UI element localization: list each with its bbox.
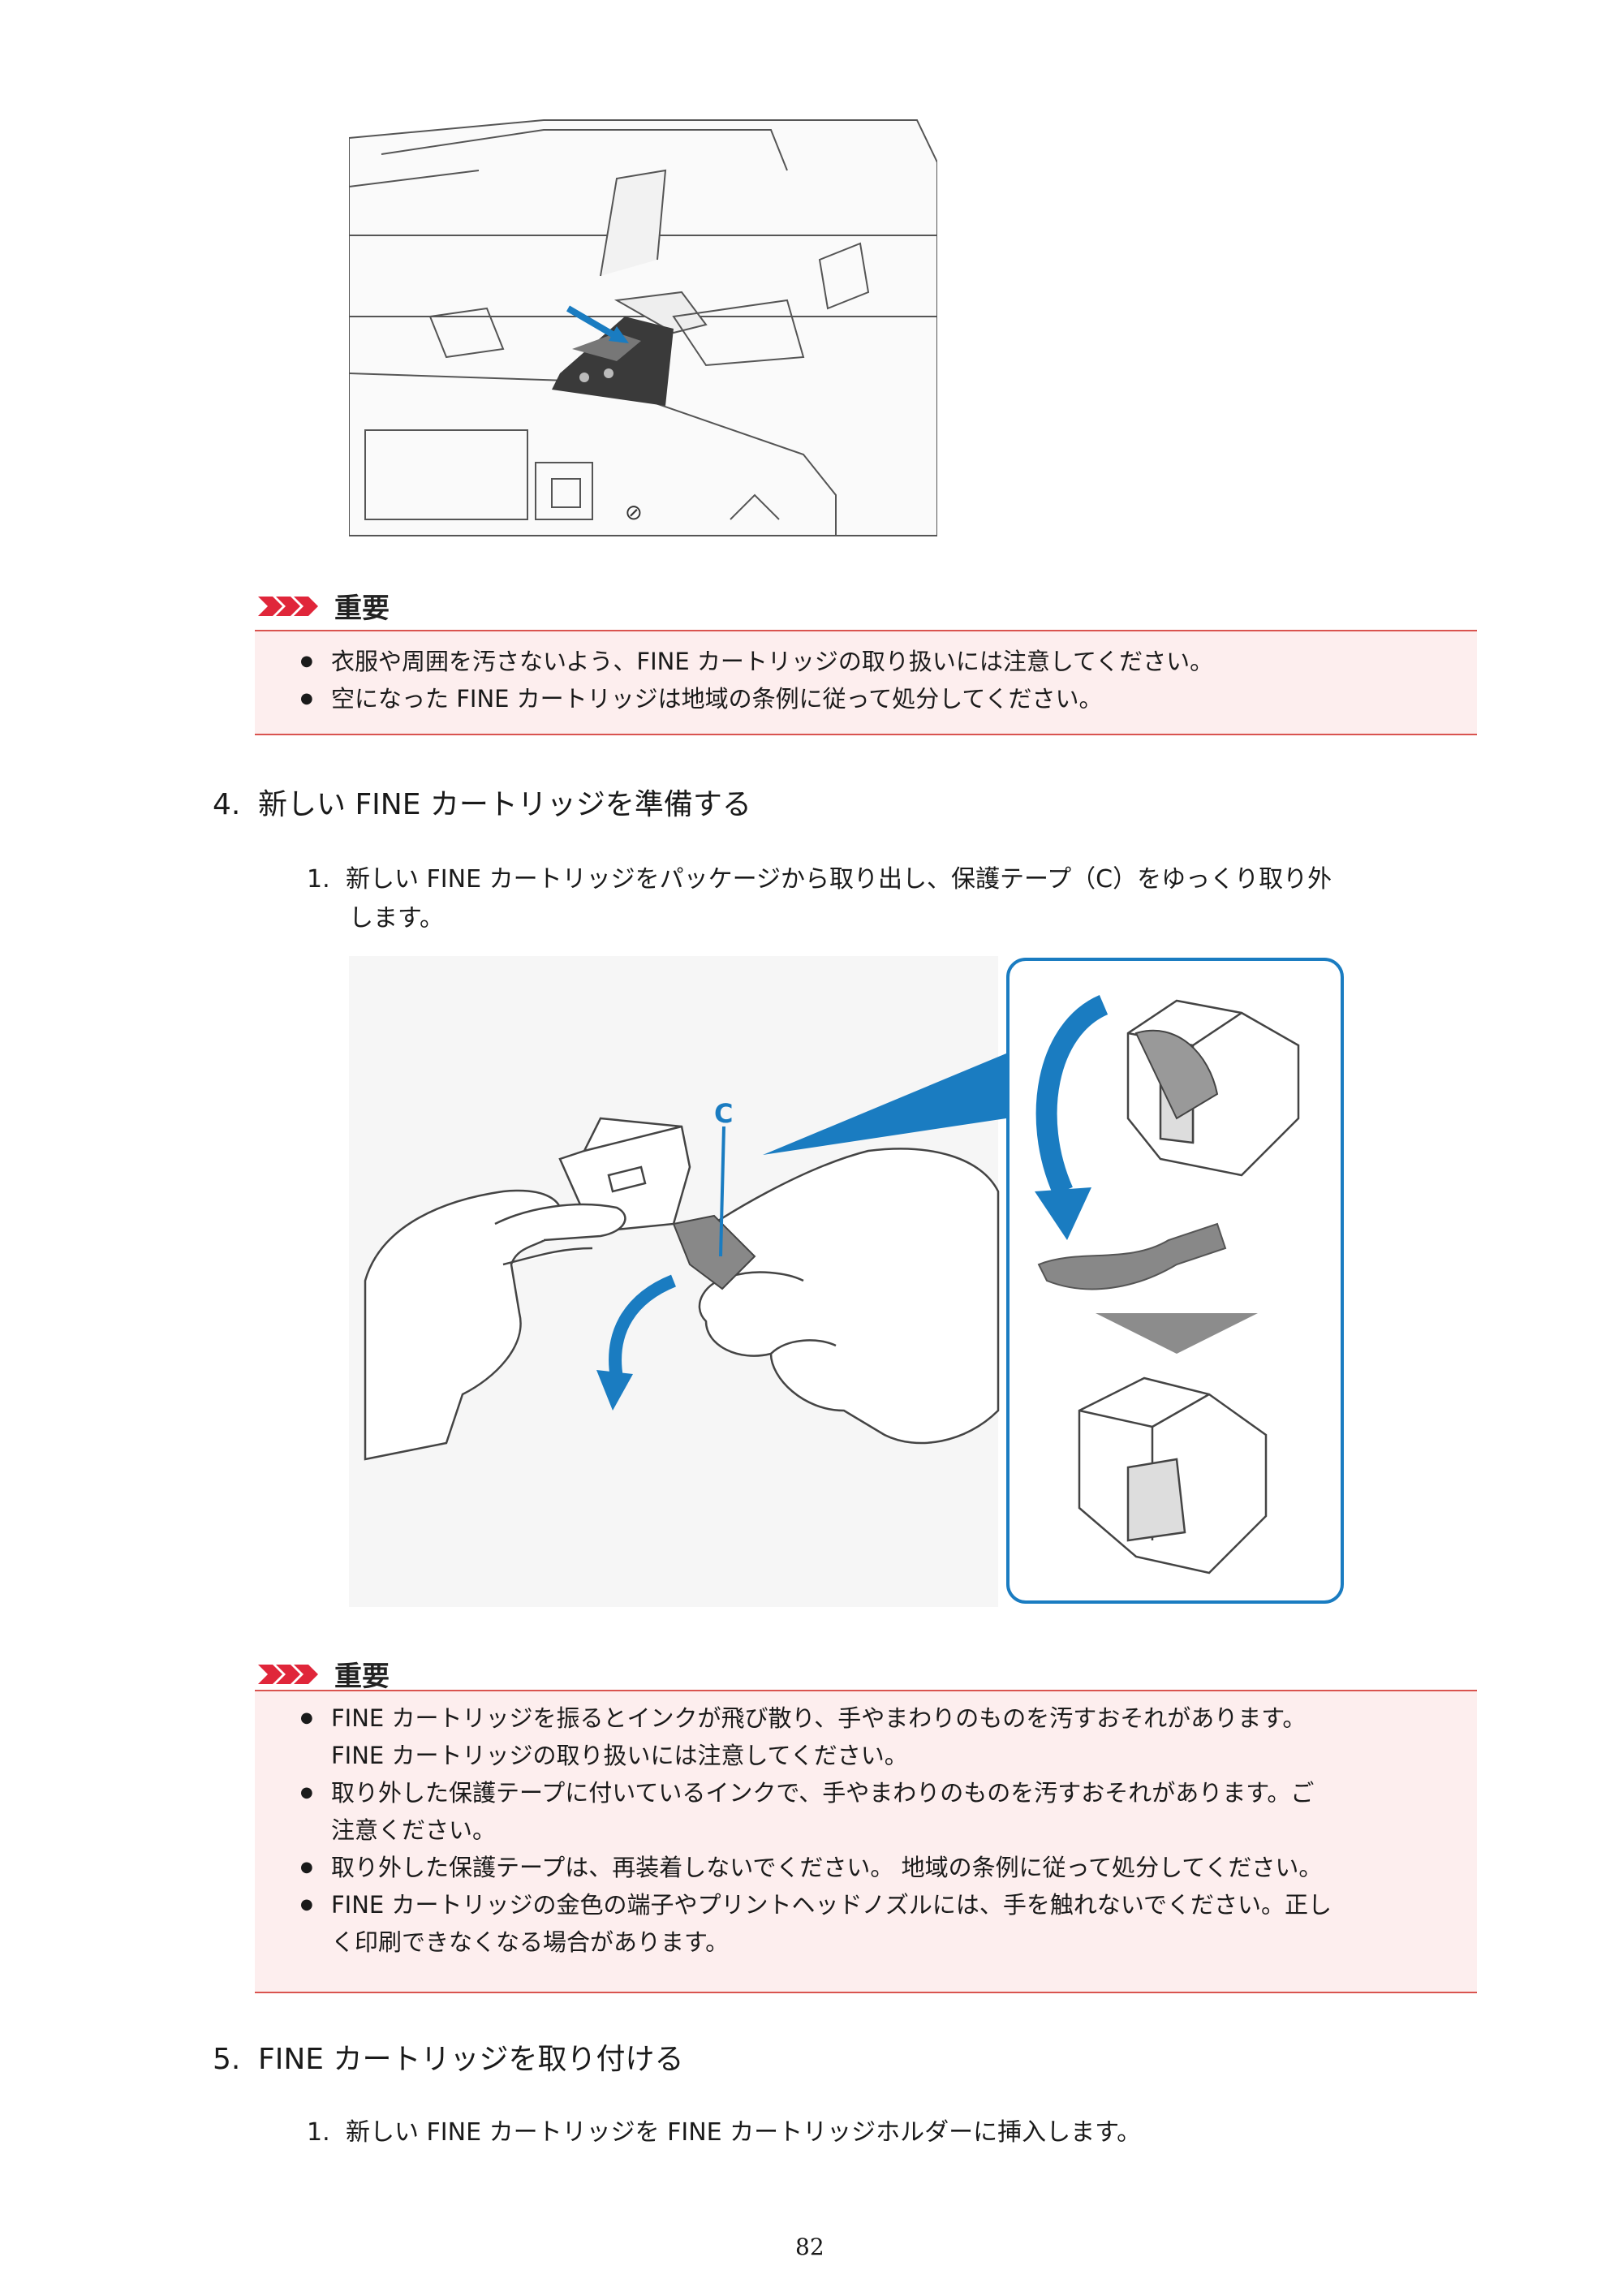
- substep-text: 新しい FINE カートリッジを FINE カートリッジホルダーに挿入します。: [346, 2118, 1142, 2147]
- printer-cartridge-insert-illustration: ⊘: [349, 119, 937, 536]
- step-4-substep-1: 1. 新しい FINE カートリッジをパッケージから取り出し、保護テープ（C）をゆ…: [307, 860, 1475, 938]
- substep-text-line1: 新しい FINE カートリッジをパッケージから取り出し、保護テープ（C）をゆっく…: [346, 865, 1332, 894]
- svg-text:⊘: ⊘: [625, 501, 643, 525]
- step-5-heading: 5. FINE カートリッジを取り付ける: [213, 2035, 683, 2078]
- notice-title: 重要: [334, 592, 390, 625]
- important-chevron-icon: [258, 596, 318, 616]
- step-5-substep-1: 1. 新しい FINE カートリッジを FINE カートリッジホルダーに挿入します…: [307, 2113, 1475, 2152]
- notice-item: FINE カートリッジを振るとインクが飛び散り、手やまわりのものを汚すおそれがあ…: [300, 1699, 1477, 1774]
- notice-important-2-header: 重要: [258, 1654, 390, 1694]
- remove-protective-tape-illustration: C: [349, 956, 1344, 1607]
- substep-number: 1.: [307, 2118, 330, 2147]
- notice-item: 取り外した保護テープに付いているインクで、手やまわりのものを汚すおそれがあります…: [300, 1774, 1477, 1849]
- notice-important-1-header: 重要: [258, 586, 390, 626]
- step-number: 5.: [213, 2043, 241, 2076]
- notice-item: FINE カートリッジの金色の端子やプリントヘッドノズルには、手を触れないでくだ…: [300, 1886, 1477, 1961]
- important-chevron-icon: [258, 1664, 318, 1684]
- notice-item: 取り外した保護テープは、再装着しないでください。 地域の条例に従って処分してくだ…: [300, 1849, 1477, 1886]
- notice-important-2: FINE カートリッジを振るとインクが飛び散り、手やまわりのものを汚すおそれがあ…: [255, 1690, 1477, 1993]
- step-title: FINE カートリッジを取り付ける: [258, 2043, 684, 2076]
- step-number: 4.: [213, 788, 241, 821]
- notice-title: 重要: [334, 1661, 390, 1693]
- step-title: 新しい FINE カートリッジを準備する: [258, 788, 751, 821]
- notice-important-1: 衣服や周囲を汚さないよう、FINE カートリッジの取り扱いには注意してください。…: [255, 630, 1477, 735]
- notice-item: 空になった FINE カートリッジは地域の条例に従って処分してください。: [300, 680, 1477, 717]
- callout-c-label: C: [714, 1098, 733, 1129]
- substep-number: 1.: [307, 865, 330, 894]
- notice-item: 衣服や周囲を汚さないよう、FINE カートリッジの取り扱いには注意してください。: [300, 643, 1477, 680]
- substep-text-line2: します。: [349, 904, 444, 933]
- page-number: 82: [795, 2234, 824, 2260]
- step-4-heading: 4. 新しい FINE カートリッジを準備する: [213, 781, 751, 823]
